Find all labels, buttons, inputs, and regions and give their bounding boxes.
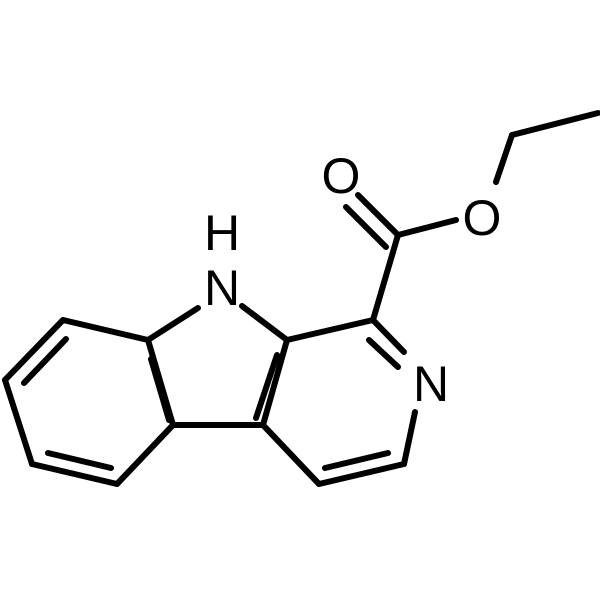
bond (322, 450, 391, 471)
bond (2, 317, 66, 383)
bond (21, 336, 69, 386)
bond (29, 461, 120, 487)
bond (45, 450, 114, 471)
carbonyl-oxygen-label: O (322, 148, 361, 204)
bond (284, 317, 376, 343)
bond (114, 422, 176, 487)
bond (148, 356, 172, 423)
pyridine-nitrogen-label: N (413, 356, 449, 412)
bond (509, 110, 600, 138)
bond (395, 217, 459, 238)
bond (493, 132, 515, 185)
bond (2, 377, 35, 467)
bond (316, 461, 407, 487)
bond (355, 192, 401, 238)
bond (370, 317, 407, 355)
hydrogen-label: H (204, 205, 240, 261)
bond (260, 337, 290, 428)
atom-labels: H N N O O (204, 148, 502, 412)
bond (401, 409, 418, 467)
bond (366, 337, 401, 370)
bonds (2, 110, 600, 487)
ester-oxygen-label: O (463, 190, 502, 246)
bond (370, 232, 401, 323)
bond (343, 204, 389, 250)
bond (253, 352, 280, 421)
bond (239, 303, 290, 343)
bond (145, 305, 201, 343)
bond (60, 317, 151, 343)
indole-nitrogen-label: N (204, 260, 240, 316)
bond (260, 422, 322, 487)
